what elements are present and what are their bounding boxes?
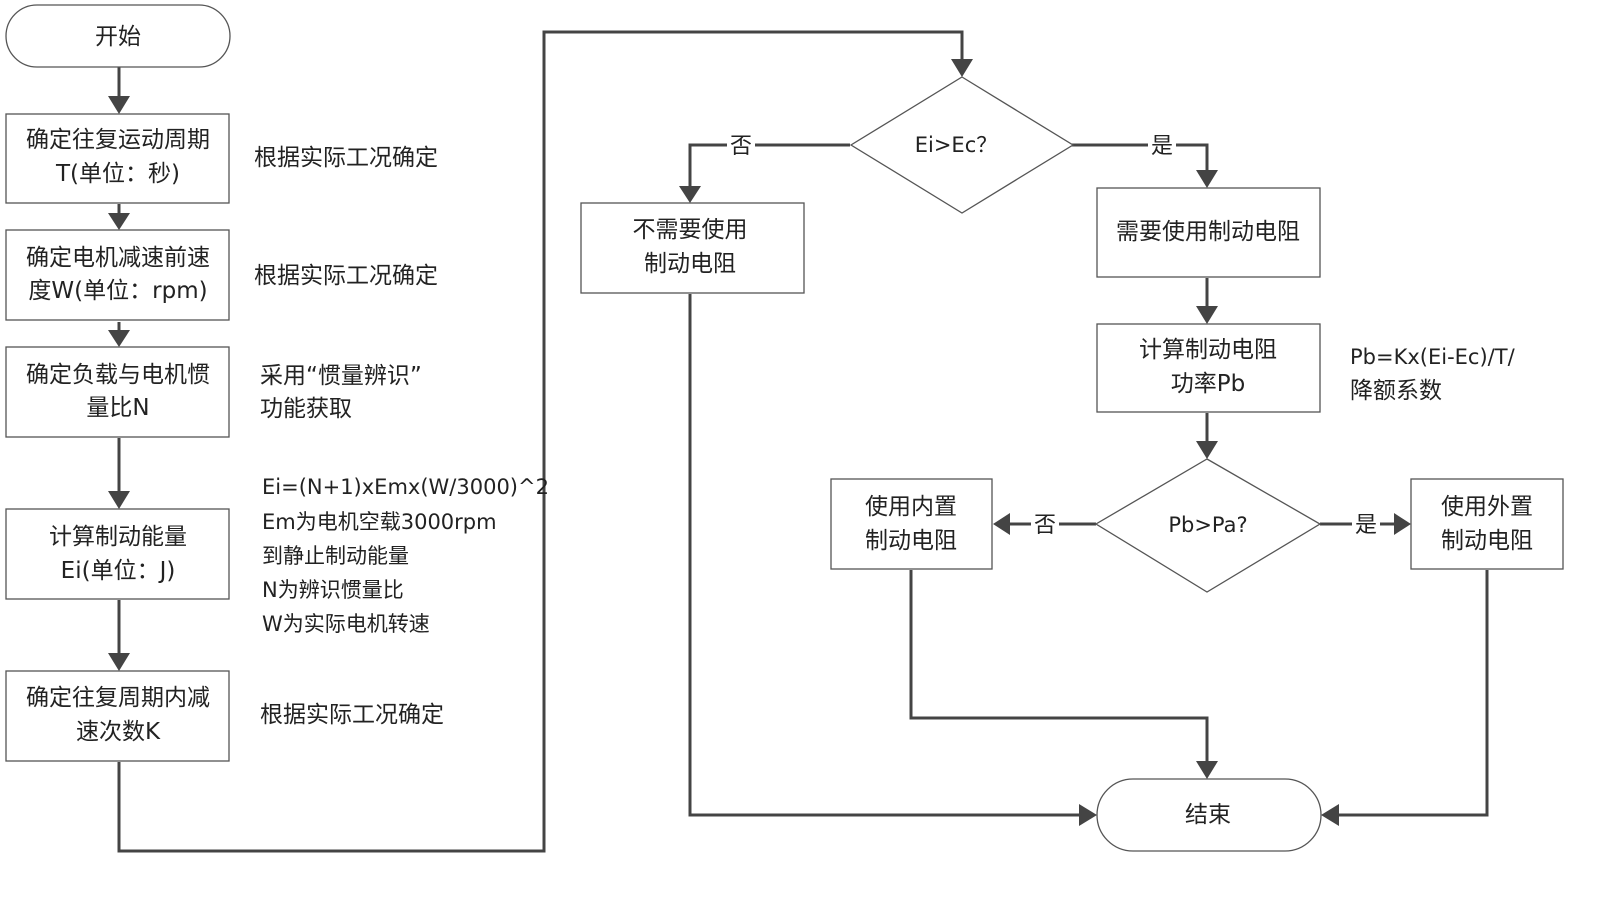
note-energy: Em为电机空载3000rpm — [262, 510, 497, 534]
connector-energy-check-yes — [1072, 143, 1209, 172]
arrowhead — [1196, 306, 1218, 324]
arrowhead — [1394, 513, 1411, 535]
step-decel-label: 确定往复周期内减 — [26, 685, 210, 711]
step-period — [5, 113, 230, 204]
note-inertia: 功能获取 — [260, 396, 352, 422]
step-speed — [5, 229, 230, 321]
step-internal-resistor — [830, 478, 993, 570]
side-notes: 根据实际工况确定 根据实际工况确定 采用“惯量辨识” 功能获取 Ei=(N+1)… — [254, 145, 1516, 728]
note-power-formula: Pb=Kx(Ei-Ec)/T/ — [1350, 345, 1516, 369]
step-internal-resistor-label: 制动电阻 — [865, 528, 957, 554]
note-energy: N为辨识惯量比 — [262, 578, 404, 602]
step-energy-label: 计算制动能量 — [49, 524, 187, 550]
step-decel-label: 速次数K — [76, 719, 161, 745]
note-period: 根据实际工况确定 — [254, 145, 438, 171]
step-need-resistor — [1096, 187, 1321, 278]
step-external-resistor-label: 制动电阻 — [1441, 528, 1533, 554]
end-terminator — [1096, 778, 1322, 852]
connector-external-to-end — [1336, 570, 1489, 817]
decision-power-check-label: Pb>Pa? — [1168, 513, 1247, 537]
step-calc-power-label: 计算制动电阻 — [1139, 337, 1277, 363]
arrowhead — [679, 186, 701, 203]
connectors — [117, 30, 1489, 853]
arrowhead — [1196, 441, 1218, 459]
step-inertia-label: 确定负载与电机惯 — [26, 362, 210, 388]
step-internal-resistor-label: 使用内置 — [865, 494, 957, 520]
step-external-resistor-label: 使用外置 — [1441, 494, 1533, 520]
step-decel — [5, 670, 230, 762]
arrowhead — [108, 330, 130, 347]
note-power: 降额系数 — [1350, 378, 1442, 404]
arrowhead — [108, 213, 130, 230]
label-background — [1031, 509, 1059, 539]
step-external-resistor — [1410, 478, 1564, 570]
end-label: 结束 — [1185, 802, 1231, 828]
note-energy: W为实际电机转速 — [262, 612, 430, 636]
arrowheads — [108, 59, 1411, 826]
shapes — [5, 4, 1564, 852]
step-no-resistor-label: 不需要使用 — [633, 217, 748, 243]
arrowhead — [1079, 804, 1097, 826]
note-energy: 到静止制动能量 — [262, 544, 409, 568]
note-energy-formula: Ei=(N+1)xEmx(W/3000)^2 — [262, 475, 549, 499]
step-speed-label: 确定电机减速前速 — [26, 245, 210, 271]
branch-label-no: 否 — [730, 134, 752, 159]
start-terminator — [5, 4, 231, 68]
step-no-resistor-label: 制动电阻 — [644, 251, 736, 277]
step-no-resistor — [580, 202, 805, 294]
connector-no-resistor-to-end — [688, 294, 1082, 817]
shape-texts: 开始 确定往复运动周期 T(单位：秒) 确定电机减速前速 度W(单位：rpm) … — [26, 24, 1533, 828]
arrowhead — [108, 491, 130, 509]
step-need-resistor-label: 需要使用制动电阻 — [1116, 219, 1300, 245]
label-background — [1148, 130, 1176, 160]
connector-decel-to-energy-check — [117, 30, 964, 853]
step-inertia-label: 量比N — [86, 395, 149, 421]
step-calc-power-label: 功率Pb — [1171, 371, 1245, 397]
start-label: 开始 — [95, 24, 141, 50]
arrowhead — [1196, 170, 1218, 188]
branch-labels: 否 是 否 是 — [727, 130, 1380, 539]
note-inertia: 采用“惯量辨识” — [260, 363, 422, 389]
arrowhead — [1196, 761, 1218, 779]
label-background — [727, 130, 755, 160]
decision-energy-check-label: Ei>Ec？ — [915, 133, 998, 157]
decision-power-check — [1094, 458, 1322, 593]
step-energy-label: Ei(单位：J) — [61, 558, 176, 584]
step-energy — [5, 508, 230, 600]
branch-label-yes: 是 — [1355, 513, 1377, 538]
step-period-label: T(单位：秒) — [55, 161, 180, 187]
note-speed: 根据实际工况确定 — [254, 263, 438, 289]
connector-energy-check-no — [688, 143, 850, 189]
branch-label-no: 否 — [1034, 513, 1056, 538]
step-speed-label: 度W(单位：rpm) — [28, 278, 207, 304]
arrowhead — [1321, 804, 1339, 826]
label-background — [1352, 509, 1380, 539]
step-inertia — [5, 346, 230, 438]
arrowhead — [108, 653, 130, 671]
arrowhead — [951, 59, 973, 77]
connector-internal-to-end — [909, 570, 1209, 763]
branch-label-yes: 是 — [1151, 134, 1173, 159]
arrowhead — [993, 513, 1010, 535]
arrowhead — [108, 96, 130, 114]
decision-energy-check — [849, 76, 1075, 214]
step-calc-power — [1096, 323, 1321, 413]
note-decel: 根据实际工况确定 — [260, 702, 444, 728]
step-period-label: 确定往复运动周期 — [26, 127, 210, 153]
